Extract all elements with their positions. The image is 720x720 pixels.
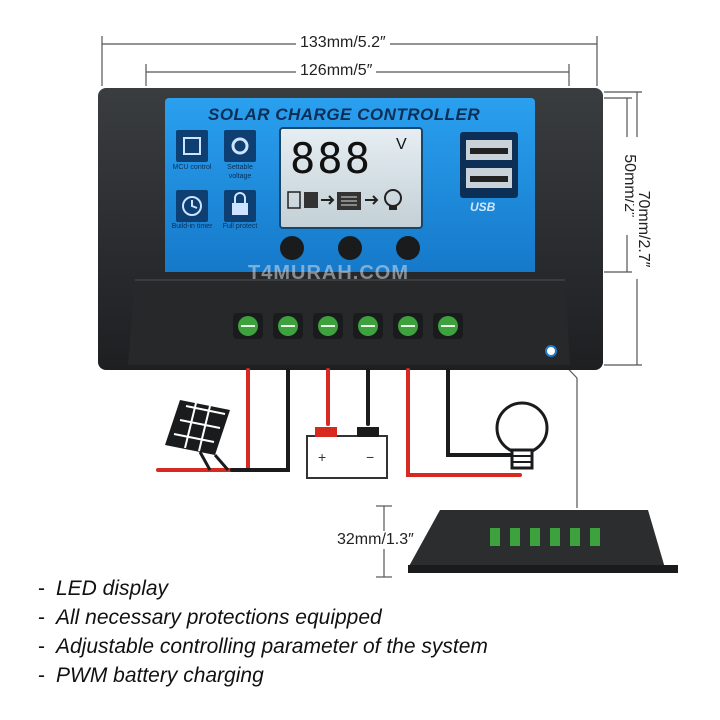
overall-width-label: 133mm/5.2″	[296, 34, 390, 52]
watermark: T4MURAH.COM	[248, 262, 409, 284]
side-terminal	[590, 528, 600, 546]
load-positive-wire	[406, 368, 522, 477]
terminal-screw	[433, 313, 463, 339]
feature-label-voltage: Settable voltage	[227, 164, 253, 180]
gear-icon	[224, 130, 256, 162]
usb-ports	[460, 132, 518, 198]
terminal-screw	[313, 313, 343, 339]
solar-negative-wire	[230, 368, 290, 472]
svg-text:−: −	[366, 449, 374, 465]
arrow-icon	[365, 195, 379, 205]
sun-icon	[287, 191, 301, 209]
bulb-mini-icon	[384, 189, 402, 210]
load-negative-wire	[446, 368, 522, 457]
hole-spacing-label: 126mm/5″	[296, 62, 377, 80]
usb-label: USB	[470, 200, 496, 214]
side-terminal	[510, 528, 520, 546]
feature-item: All necessary protections equipped	[38, 603, 488, 632]
feature-label-timer: Build-in timer	[171, 223, 213, 230]
arrow-icon	[321, 195, 335, 205]
feature-item: Adjustable controlling parameter of the …	[38, 632, 488, 661]
feature-list: LED display All necessary protections eq…	[38, 574, 488, 690]
terminal-screw	[233, 313, 263, 339]
thickness-label: 32mm/1.3″	[333, 531, 418, 549]
lcd-value: 888	[290, 134, 372, 183]
side-terminal	[570, 528, 580, 546]
feature-label-protect: Full protect	[222, 223, 258, 230]
side-terminal	[550, 528, 560, 546]
feature-item: LED display	[38, 574, 488, 603]
callout-dot	[545, 345, 557, 357]
solar-panel-mini-icon	[304, 192, 318, 208]
feature-icon-tiles	[176, 130, 256, 222]
feature-label-mcu: MCU control	[172, 164, 212, 171]
terminal-screw	[353, 313, 383, 339]
bulb-icon	[495, 401, 549, 470]
lcd-reading: 888	[290, 134, 372, 183]
side-terminal	[490, 528, 500, 546]
terminal-screws	[233, 313, 463, 339]
control-buttons	[280, 236, 420, 260]
battery-mini-icon	[337, 192, 361, 210]
svg-text:+: +	[318, 449, 326, 465]
side-view-housing	[408, 510, 678, 573]
battery-icon: + −	[306, 427, 388, 479]
panel-title: SOLAR CHARGE CONTROLLER	[208, 105, 481, 124]
side-terminal	[530, 528, 540, 546]
lcd-unit: V	[396, 136, 407, 153]
solar-panel-icon	[165, 400, 230, 471]
terminal-screw	[393, 313, 423, 339]
feature-item: PWM battery charging	[38, 661, 488, 690]
terminal-screw	[273, 313, 303, 339]
terminal-block	[128, 272, 570, 365]
